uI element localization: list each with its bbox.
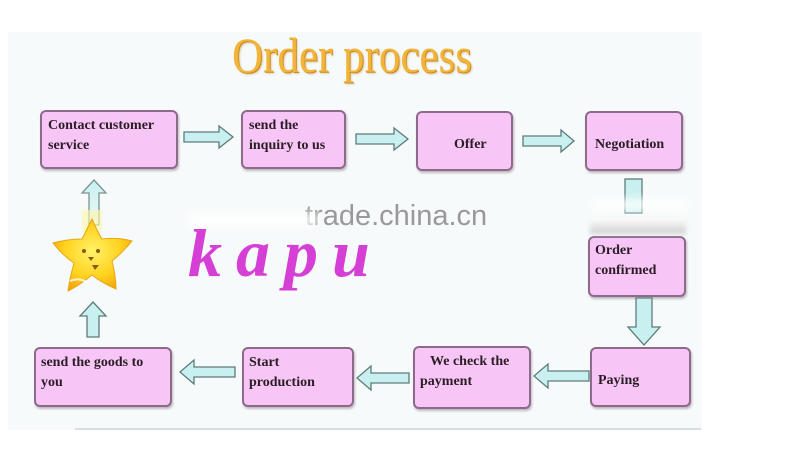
arrow-down-icon bbox=[626, 297, 662, 346]
step-line: Order bbox=[595, 243, 633, 258]
arrow-right-icon bbox=[183, 124, 235, 150]
step-line: confirmed bbox=[595, 263, 657, 278]
step-line: Start bbox=[249, 355, 280, 370]
arrow-left-icon bbox=[533, 362, 590, 390]
blur-overlay bbox=[188, 212, 318, 228]
divider-line bbox=[75, 428, 701, 430]
step-line: payment bbox=[420, 374, 473, 389]
step-line: send the goods to bbox=[41, 355, 144, 370]
arrow-left-icon bbox=[179, 358, 236, 386]
arrow-left-icon bbox=[356, 364, 410, 392]
step-line: Paying bbox=[598, 373, 640, 388]
step-line: send the bbox=[249, 118, 299, 133]
step-paying: Paying bbox=[590, 347, 691, 407]
shadow-band bbox=[590, 218, 686, 234]
arrow-right-icon bbox=[355, 126, 410, 152]
step-line: Negotiation bbox=[595, 137, 665, 152]
step-send-goods: send the goods to you bbox=[34, 347, 172, 407]
diagram-title: Order process bbox=[232, 27, 472, 83]
star-mascot-icon bbox=[52, 210, 133, 292]
step-offer: Offer bbox=[416, 111, 513, 171]
step-line: Offer bbox=[454, 137, 487, 152]
step-line: service bbox=[48, 138, 90, 153]
blur-overlay bbox=[590, 198, 690, 212]
watermark-text: trade.china.cn bbox=[305, 200, 488, 232]
brand-logo-text: kapu bbox=[188, 215, 384, 291]
step-line: Contact customer bbox=[48, 118, 155, 133]
step-line: you bbox=[41, 375, 63, 390]
step-line: inquiry to us bbox=[249, 138, 326, 153]
step-check-payment: We check the payment bbox=[413, 346, 531, 409]
arrow-right-icon bbox=[522, 128, 576, 154]
step-order-confirmed: Order confirmed bbox=[588, 236, 686, 297]
step-line: We check the bbox=[430, 354, 510, 369]
step-contact-customer-service: Contact customer service bbox=[40, 110, 178, 169]
arrow-up-icon bbox=[78, 301, 108, 338]
step-send-inquiry: send the inquiry to us bbox=[241, 110, 346, 169]
step-negotiation: Negotiation bbox=[585, 111, 683, 171]
step-line: production bbox=[249, 375, 315, 390]
step-start-production: Start production bbox=[242, 347, 354, 407]
